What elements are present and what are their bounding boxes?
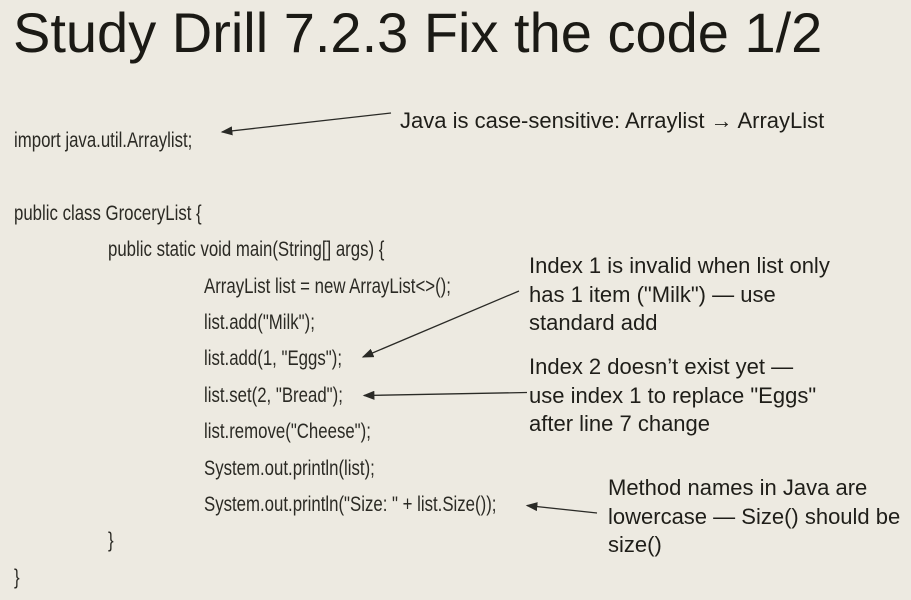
code-text: } [14,565,20,589]
code-text: list.set(2, "Bread"); [204,383,343,407]
code-line: import java.util.Arraylist; [0,123,911,159]
annotation-invalid-index-set: Index 2 doesn’t exist yet — use index 1 t… [529,353,816,439]
annotation-line: use index 1 to replace "Eggs" [529,382,817,408]
annotation-invalid-index-add: Index 1 is invalid when list only has 1 i… [529,252,830,338]
annotation-line: Index 2 doesn’t exist yet — [529,354,794,379]
code-line: list.add("Milk"); [0,305,911,341]
code-line: System.out.println(list); [0,451,911,487]
code-line: list.set(2, "Bread"); [0,378,911,414]
annotation-method-lowercase: Method names in Java are lowercase — Size… [608,474,900,560]
code-text: public static void main(String[] args) { [108,238,385,262]
annotation-line: standard add [529,310,658,335]
code-line: list.add(1, "Eggs"); [0,341,911,377]
code-block: import java.util.Arraylist; public class … [0,123,911,596]
annotation-line: Index 1 is invalid when list only [529,253,830,278]
code-line: } [0,560,911,596]
code-text: } [108,529,114,553]
code-text: ArrayList list = new ArrayList<>(); [204,274,451,298]
code-line: public static void main(String[] args) { [0,232,911,268]
code-line: list.remove("Cheese"); [0,414,911,450]
annotation-line: Method names in Java are [608,475,868,500]
annotation-line: has 1 item ("Milk") — use [529,281,776,307]
code-text: import java.util.Arraylist; [14,129,193,152]
code-line [0,159,911,195]
code-text: System.out.println(list); [204,456,375,480]
code-line: System.out.println("Size: " + list.Size(… [0,487,911,523]
code-text: list.remove("Cheese"); [204,420,371,444]
annotation-line: Java is case-sensitive: Arraylist → Arra… [400,108,825,133]
code-line: } [0,523,911,559]
annotation-line: lowercase — Size() should be [608,503,901,529]
code-text: list.add(1, "Eggs"); [204,347,342,371]
annotation-line: after line 7 change [529,411,711,436]
code-line: public class GroceryList { [0,196,911,232]
code-text: System.out.println("Size: " + list.Size(… [204,492,497,516]
code-text: list.add("Milk"); [204,310,315,334]
annotation-case-sensitive: Java is case-sensitive: Arraylist → Arra… [400,107,824,136]
slide-title: Study Drill 7.2.3 Fix the code 1/2 [13,1,823,64]
annotation-line: size() [608,532,662,557]
code-text: public class GroceryList { [14,201,202,225]
